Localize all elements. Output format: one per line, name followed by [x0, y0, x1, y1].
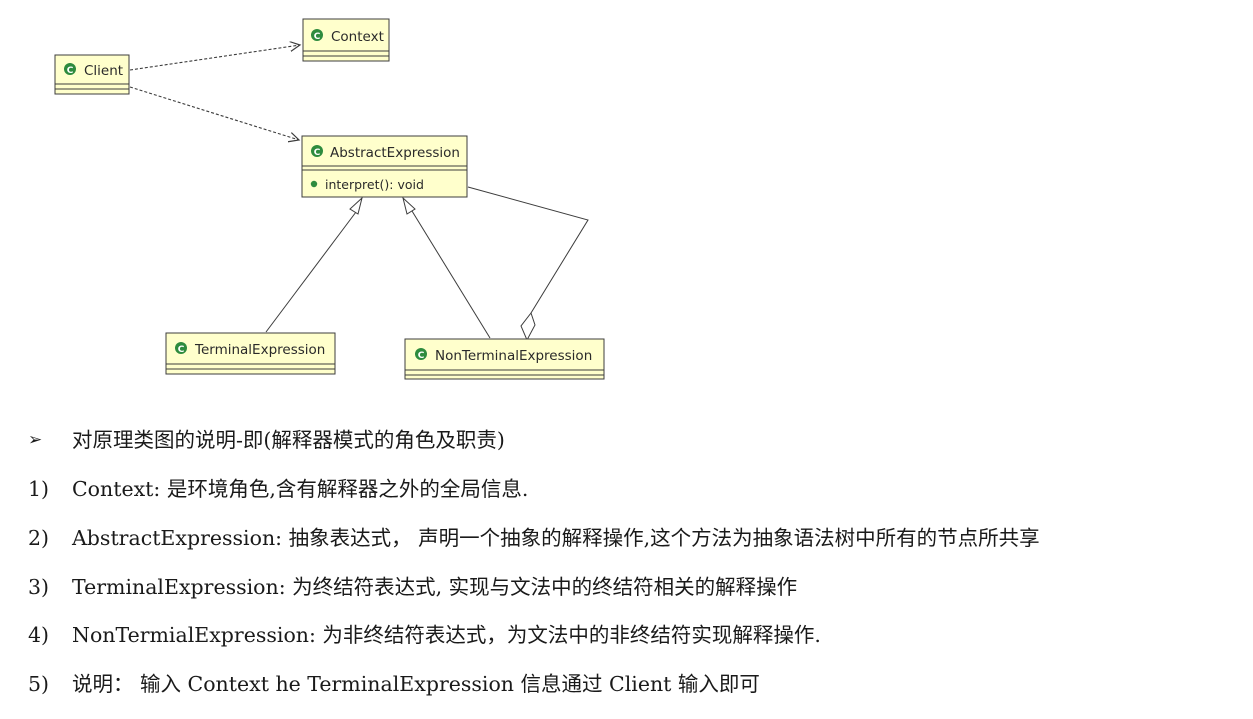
item-text: Context: 是环境角色,含有解释器之外的全局信息. — [72, 477, 529, 501]
svg-text:C: C — [67, 66, 74, 76]
class-non-terminal-expression[interactable]: C NonTerminalExpression — [404, 338, 605, 380]
uml-class-diagram: C Context C Client C AbstractExpression … — [54, 18, 605, 380]
item-text: AbstractExpression: 抽象表达式， 声明一个抽象的解释操作,这… — [72, 526, 1040, 550]
nonterminal-generalization-line — [411, 210, 491, 339]
class-client[interactable]: C Client — [54, 54, 130, 95]
terminal-generalization-line — [265, 211, 357, 333]
relations — [129, 45, 589, 342]
item-number: 3) — [28, 575, 50, 599]
item-number: 4) — [28, 623, 50, 647]
item-number: 5) — [28, 672, 50, 696]
method-signature: interpret(): void — [325, 177, 424, 192]
item-number: 1) — [28, 477, 50, 501]
class-icon: C — [311, 145, 323, 158]
class-context[interactable]: C Context — [302, 18, 390, 62]
class-icon: C — [64, 63, 76, 76]
class-abstract-expression[interactable]: C AbstractExpression interpret(): void — [301, 135, 468, 198]
generalization-arrowhead-icon — [349, 196, 363, 215]
class-icon: C — [175, 342, 187, 355]
class-icon: C — [415, 348, 427, 361]
public-method-icon — [310, 180, 318, 188]
class-name: Client — [84, 63, 123, 79]
svg-text:C: C — [314, 32, 321, 42]
generalization-arrowhead-icon — [402, 196, 416, 215]
class-name: Context — [331, 29, 384, 45]
arrow-bullet-icon: ➢ — [28, 430, 43, 450]
svg-text:C: C — [418, 351, 425, 361]
aggregation-line — [467, 186, 589, 314]
item-number: 2) — [28, 526, 50, 550]
description-heading: 对原理类图的说明-即(解释器模式的角色及职责) — [72, 428, 505, 452]
aggregation-diamond-icon — [520, 311, 536, 342]
item-text: NonTermialExpression: 为非终结符表达式，为文法中的非终结符… — [72, 623, 821, 647]
class-name: NonTerminalExpression — [435, 348, 592, 364]
class-icon: C — [311, 29, 323, 42]
class-terminal-expression[interactable]: C TerminalExpression — [165, 332, 336, 375]
item-text: TerminalExpression: 为终结符表达式, 实现与文法中的终结符相… — [72, 575, 798, 599]
svg-text:C: C — [314, 148, 321, 158]
svg-text:C: C — [178, 345, 185, 355]
client-abstractexpression-dependency-line — [129, 86, 299, 140]
client-context-dependency-line — [129, 45, 300, 71]
class-name: AbstractExpression — [330, 145, 460, 161]
item-text: 说明： 输入 Context he TerminalExpression 信息通… — [72, 672, 760, 696]
class-name: TerminalExpression — [194, 342, 325, 358]
